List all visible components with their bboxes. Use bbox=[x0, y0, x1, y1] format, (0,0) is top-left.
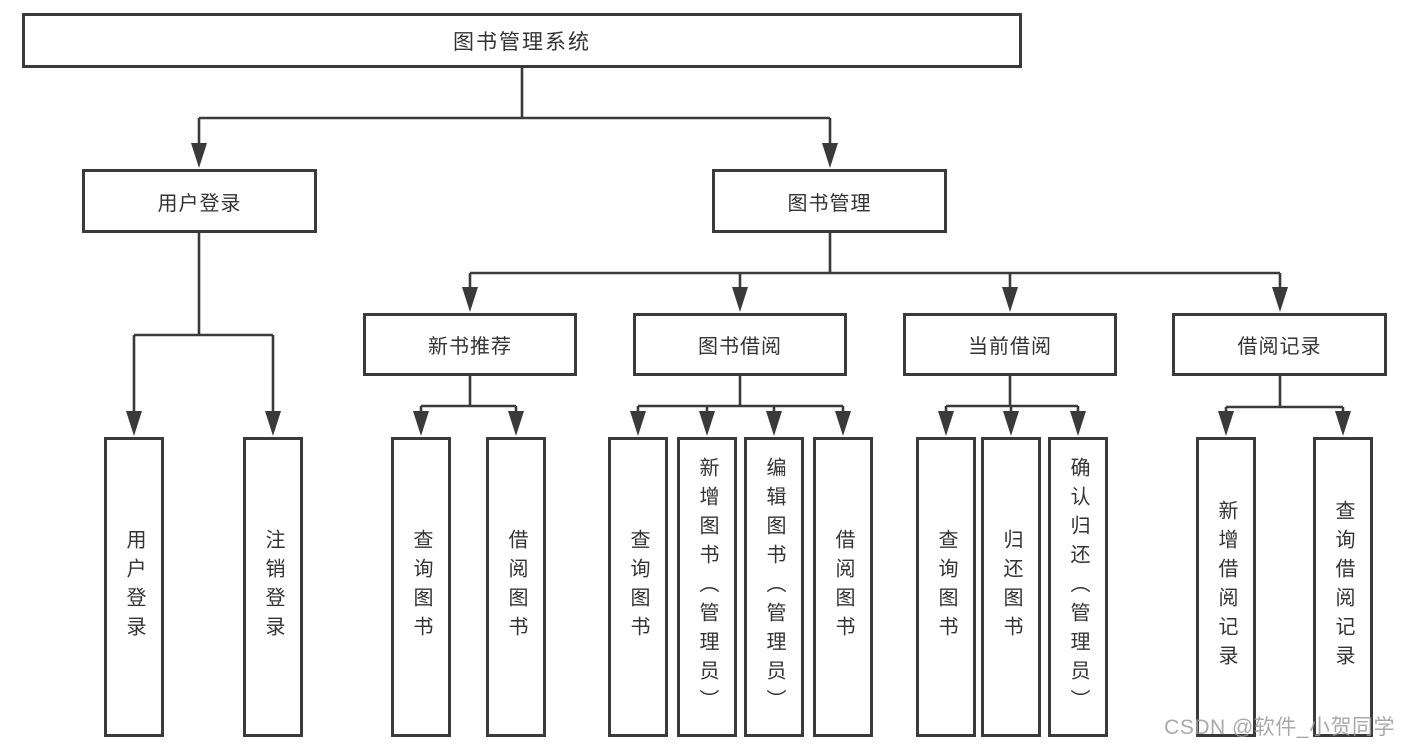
leaf-query-books-recommend: 查询图书 bbox=[391, 437, 451, 737]
node-current-borrowing: 当前借阅 bbox=[903, 313, 1117, 376]
leaf-label: 注销登录 bbox=[262, 529, 284, 645]
node-new-book-recommend: 新书推荐 bbox=[363, 313, 577, 376]
leaf-edit-book-admin: 编辑图书（管理员） bbox=[744, 437, 804, 737]
leaf-confirm-return-admin: 确认归还（管理员） bbox=[1048, 437, 1108, 737]
node-label: 当前借阅 bbox=[968, 336, 1052, 358]
leaf-borrow-books-borrowing: 借阅图书 bbox=[813, 437, 873, 737]
leaf-return-book: 归还图书 bbox=[981, 437, 1041, 737]
leaf-label: 用户登录 bbox=[123, 529, 145, 645]
node-label: 图书管理 bbox=[787, 192, 872, 215]
node-label: 图书借阅 bbox=[698, 336, 782, 358]
leaf-label: 查询借阅记录 bbox=[1332, 500, 1354, 674]
node-label: 借阅记录 bbox=[1237, 336, 1322, 358]
node-borrowing-records: 借阅记录 bbox=[1172, 313, 1387, 376]
leaf-query-books-borrowing: 查询图书 bbox=[608, 437, 668, 737]
node-book-borrowing: 图书借阅 bbox=[633, 313, 847, 376]
leaf-add-borrow-record: 新增借阅记录 bbox=[1196, 437, 1256, 737]
node-label: 新书推荐 bbox=[428, 336, 512, 358]
node-label: 图书管理系统 bbox=[453, 30, 591, 54]
node-user-login: 用户登录 bbox=[82, 169, 317, 233]
node-book-management: 图书管理 bbox=[712, 169, 947, 233]
leaf-add-book-admin: 新增图书（管理员） bbox=[677, 437, 737, 737]
leaf-label: 查询图书 bbox=[410, 529, 432, 645]
leaf-label: 借阅图书 bbox=[505, 529, 527, 645]
leaf-borrow-books-recommend: 借阅图书 bbox=[486, 437, 546, 737]
leaf-label: 查询图书 bbox=[627, 529, 649, 645]
leaf-label: 查询图书 bbox=[935, 529, 957, 645]
leaf-label: 归还图书 bbox=[1000, 529, 1022, 645]
leaf-label: 编辑图书（管理员） bbox=[763, 456, 785, 718]
leaf-label: 新增图书（管理员） bbox=[696, 456, 718, 718]
leaf-logout: 注销登录 bbox=[243, 437, 303, 737]
leaf-label: 新增借阅记录 bbox=[1215, 500, 1237, 674]
leaf-label: 确认归还（管理员） bbox=[1067, 456, 1089, 718]
leaf-query-books-current: 查询图书 bbox=[916, 437, 976, 737]
leaf-query-borrow-record: 查询借阅记录 bbox=[1313, 437, 1373, 737]
node-library-management-system: 图书管理系统 bbox=[22, 13, 1022, 68]
node-label: 用户登录 bbox=[157, 192, 242, 215]
leaf-label: 借阅图书 bbox=[832, 529, 854, 645]
leaf-user-login: 用户登录 bbox=[104, 437, 164, 737]
csdn-watermark: CSDN @软件_小贺同学 bbox=[1164, 716, 1395, 739]
